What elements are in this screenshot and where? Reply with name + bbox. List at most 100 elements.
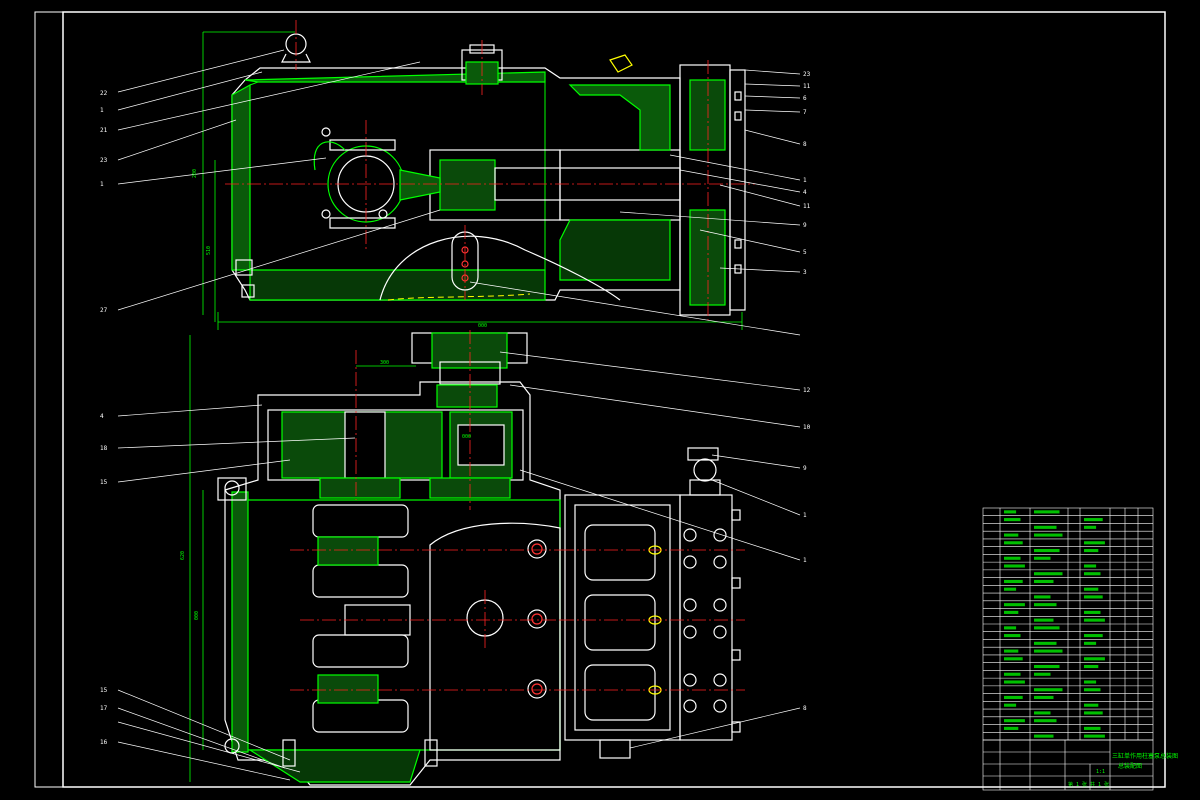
svg-text:15: 15: [100, 479, 108, 486]
svg-text:620: 620: [180, 551, 186, 560]
svg-text:16: 16: [100, 739, 108, 746]
bom-cell-text: [1034, 556, 1051, 560]
bom-cell-text: [1004, 649, 1019, 653]
bom-cell-text: [1004, 533, 1019, 537]
bom-cell-text: [1004, 657, 1023, 661]
bom-cell-text: [1084, 572, 1101, 576]
bom-cell-text: [1084, 664, 1099, 669]
front-view-centerlines: [225, 20, 755, 320]
bom-cell-text: [1004, 634, 1021, 638]
plan-view-centerlines: [290, 330, 745, 691]
bom-cell-text: [1034, 664, 1060, 669]
bom-cell-text: [1004, 579, 1023, 584]
svg-text:000: 000: [194, 611, 200, 620]
svg-text:000: 000: [462, 434, 471, 440]
drawing-subtitle: 总装配图: [1118, 762, 1142, 770]
svg-text:10: 10: [803, 424, 811, 431]
bom-cell-text: [1034, 618, 1054, 622]
bom-cell-text: [1034, 626, 1060, 630]
svg-text:22: 22: [100, 90, 108, 97]
bom-cell-text: [1034, 603, 1057, 607]
bom-cell-text: [1034, 688, 1063, 692]
bom-cell-text: [1034, 533, 1063, 537]
svg-text:1: 1: [100, 107, 104, 114]
bom-cell-text: [1084, 618, 1105, 622]
bom-cell-text: [1034, 649, 1063, 653]
bom-cell-text: [1034, 579, 1054, 584]
svg-text:3: 3: [803, 269, 807, 276]
bom-cell-text: [1034, 719, 1057, 723]
svg-text:5: 5: [803, 249, 807, 256]
dimension-labels: 300 200 000 510 620 000 000: [180, 169, 487, 620]
bom-cell-text: [1084, 548, 1099, 553]
bom-cell-text: [1034, 695, 1054, 700]
svg-text:1: 1: [803, 512, 807, 519]
bom-cell-text: [1084, 587, 1099, 591]
plan-view-dimensions: [189, 335, 416, 782]
svg-text:300: 300: [380, 360, 389, 366]
bom-cell-text: [1004, 672, 1021, 676]
svg-text:23: 23: [803, 71, 811, 78]
bom-cell-text: [1084, 680, 1097, 684]
bom-cell-text: [1084, 657, 1105, 661]
bom-cell-text: [1084, 634, 1103, 638]
bom-cell-text: [1084, 734, 1105, 738]
svg-text:4: 4: [803, 189, 807, 196]
bom-cell-text: [1034, 572, 1063, 576]
callout-numbers: 22 1 21 23 1 27 23 11 6 7 8 1 4 11 9 5 3…: [100, 71, 811, 746]
drawing-sheet: 第 1 张 共 1 张: [1068, 781, 1109, 788]
bom-cell-text: [1084, 726, 1101, 730]
bom-cell-text: [1004, 603, 1025, 607]
svg-text:1: 1: [803, 557, 807, 564]
bom-cell-text: [1034, 595, 1051, 599]
drawing-scale: 1:1: [1096, 769, 1105, 775]
bom-cell-text: [1034, 548, 1060, 553]
bom-cell-text: [1004, 726, 1019, 730]
bom-cell-text: [1004, 719, 1025, 723]
svg-text:27: 27: [100, 307, 108, 314]
bom-cell-text: [1034, 711, 1051, 715]
bom-cell-text: [1004, 680, 1025, 684]
bom-cell-text: [1084, 641, 1097, 645]
plan-section-view: [217, 332, 741, 786]
drawing-frame: [34, 11, 1166, 788]
front-view-dimensions: [202, 31, 743, 330]
svg-text:8: 8: [803, 705, 807, 712]
svg-text:11: 11: [803, 203, 811, 210]
svg-text:12: 12: [803, 387, 811, 394]
bom-cell-text: [1004, 610, 1019, 614]
bom-cell-text: [1084, 541, 1105, 545]
svg-text:1: 1: [100, 181, 104, 188]
bom-cell-text: [1084, 518, 1103, 522]
bom-cell-text: [1084, 595, 1103, 599]
svg-text:9: 9: [803, 465, 807, 472]
svg-text:8: 8: [803, 141, 807, 148]
bom-cell-text: [1004, 564, 1025, 568]
svg-text:6: 6: [803, 95, 807, 102]
bom-cell-text: [1004, 703, 1017, 707]
bom-cell-text: [1034, 672, 1051, 676]
bom-cell-text: [1034, 525, 1057, 529]
bom-cell-text: [1084, 688, 1101, 692]
bom-cell-text: [1004, 541, 1023, 545]
bom-cell-text: [1004, 626, 1017, 630]
front-view-leaders: [117, 49, 801, 336]
svg-text:15: 15: [100, 687, 108, 694]
svg-text:21: 21: [100, 127, 108, 134]
bom-cell-text: [1004, 556, 1021, 560]
plan-view-leaders: [117, 351, 801, 781]
svg-text:000: 000: [478, 323, 487, 329]
bom-cell-text: [1084, 525, 1097, 529]
bom-cell-text: [1034, 510, 1060, 514]
svg-text:9: 9: [803, 222, 807, 229]
svg-text:4: 4: [100, 413, 104, 420]
svg-text:18: 18: [100, 445, 108, 452]
svg-text:23: 23: [100, 157, 108, 164]
bom-cell-text: [1084, 564, 1097, 568]
svg-text:17: 17: [100, 705, 108, 712]
svg-text:1: 1: [803, 177, 807, 184]
bom-cell-text: [1004, 695, 1023, 700]
front-section-view: [231, 33, 746, 316]
bom-cell-text: [1084, 711, 1103, 715]
bom-cell-text: [1004, 510, 1017, 514]
